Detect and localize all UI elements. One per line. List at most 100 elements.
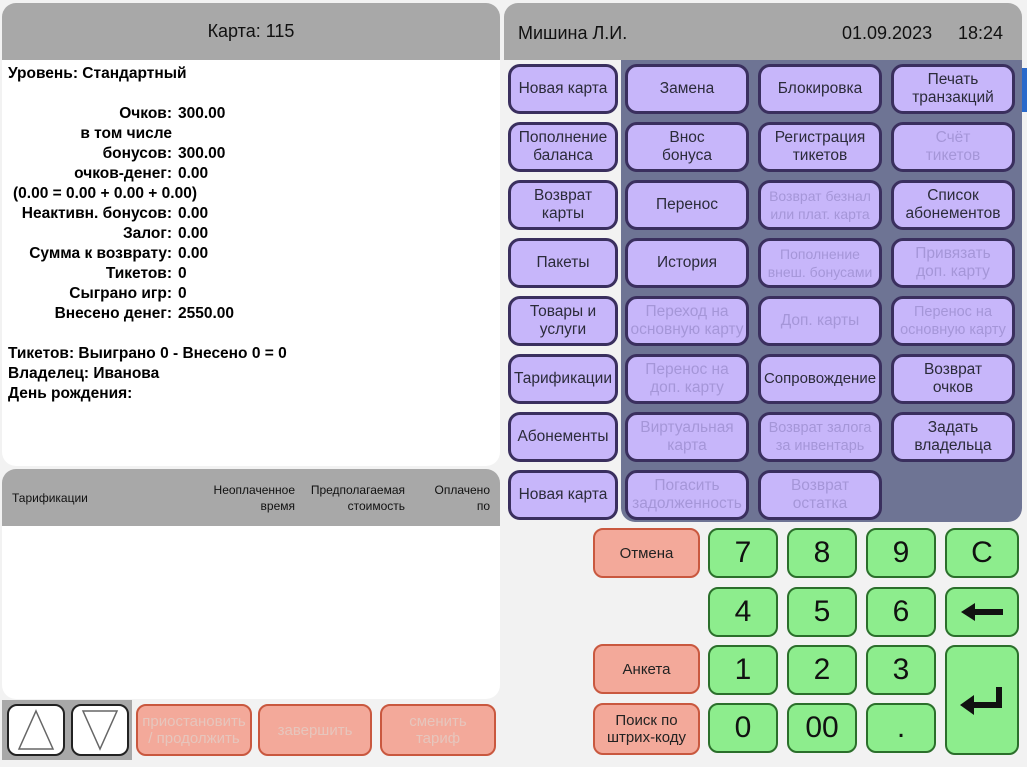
key-8[interactable]: 8 xyxy=(787,528,857,578)
backspace-arrow-icon xyxy=(961,603,1003,621)
history-label: История xyxy=(656,254,718,271)
virtual-card-button[interactable]: Виртуальная карта xyxy=(625,412,749,462)
return-points-label-1: Возврат xyxy=(923,361,983,378)
money-value: 0.00 xyxy=(178,165,209,182)
go-to-main-label-1: Переход на xyxy=(645,303,729,320)
repay-debt-button[interactable]: Погасить задолженность xyxy=(625,470,749,520)
barcode-search-button[interactable]: Поиск по штрих-коду xyxy=(593,703,700,755)
cancel-button[interactable]: Отмена xyxy=(593,528,700,578)
key-3[interactable]: 3 xyxy=(866,645,936,695)
enter-arrow-icon xyxy=(960,687,1002,715)
ticket-account-button[interactable]: Счёт тикетов xyxy=(891,122,1015,172)
set-owner-label-2: владельца xyxy=(914,437,992,454)
scroll-down-button[interactable] xyxy=(71,704,129,756)
goods-label-1: Товары и xyxy=(529,303,597,320)
key-enter[interactable] xyxy=(945,645,1019,755)
link-extra-card-button[interactable]: Привязать доп. карту xyxy=(891,238,1015,288)
deposit-value: 0.00 xyxy=(178,225,209,242)
key-8-label: 8 xyxy=(813,536,831,569)
return-card-button[interactable]: Возврат карты xyxy=(508,180,618,230)
key-1[interactable]: 1 xyxy=(708,645,778,695)
new-card-button[interactable]: Новая карта xyxy=(508,64,618,114)
change-tariff-button[interactable]: сменить тариф xyxy=(380,704,496,756)
scroll-up-button[interactable] xyxy=(7,704,65,756)
pause-resume-label-2: / продолжить xyxy=(148,730,240,747)
key-dot-label: . xyxy=(896,711,906,744)
register-tickets-button[interactable]: Регистрация тикетов xyxy=(758,122,882,172)
key-9[interactable]: 9 xyxy=(866,528,936,578)
repay-label-2: задолженность xyxy=(632,495,742,512)
pause-resume-button[interactable]: приостановить / продолжить xyxy=(136,704,252,756)
transfer-to-main-button[interactable]: Перенос на основную карту xyxy=(891,296,1015,346)
replace-button[interactable]: Замена xyxy=(625,64,749,114)
col-paid-until-l1: Оплачено xyxy=(434,483,490,497)
key-clear[interactable]: C xyxy=(945,528,1019,578)
transfer-extra-label-2: доп. карту xyxy=(650,379,724,396)
money-label: очков-денег: xyxy=(74,165,172,182)
packages-label: Пакеты xyxy=(536,254,590,271)
tarifs-label: Тарификации xyxy=(513,370,613,387)
print-transactions-button[interactable]: Печать транзакций xyxy=(891,64,1015,114)
cashier-name: Мишина Л.И. xyxy=(518,23,628,43)
survey-button[interactable]: Анкета xyxy=(593,644,700,694)
goods-services-button[interactable]: Товары и услуги xyxy=(508,296,618,346)
key-7[interactable]: 7 xyxy=(708,528,778,578)
return-rest-button[interactable]: Возврат остатка xyxy=(758,470,882,520)
topup-balance-button[interactable]: Пополнение баланса xyxy=(508,122,618,172)
subscriptions-list-button[interactable]: Список абонементов xyxy=(891,180,1015,230)
key-4[interactable]: 4 xyxy=(708,587,778,637)
new-card-2-button[interactable]: Новая карта xyxy=(508,470,618,520)
col-estimated-cost-l2: стоимость xyxy=(347,499,405,513)
go-to-main-card-button[interactable]: Переход на основную карту xyxy=(625,296,749,346)
cancel-label: Отмена xyxy=(619,544,674,562)
survey-label: Анкета xyxy=(622,660,671,678)
ext-bonus-topup-button[interactable]: Пополнение внеш. бонусами xyxy=(758,238,882,288)
key-dot[interactable]: . xyxy=(866,703,936,753)
block-button[interactable]: Блокировка xyxy=(758,64,882,114)
transfer-to-extra-button[interactable]: Перенос на доп. карту xyxy=(625,354,749,404)
key-00[interactable]: 00 xyxy=(787,703,857,753)
set-owner-button[interactable]: Задать владельца xyxy=(891,412,1015,462)
return-points-button[interactable]: Возврат очков xyxy=(891,354,1015,404)
print-label-1: Печать xyxy=(927,71,979,88)
tickets-label: Тикетов: xyxy=(105,265,172,282)
add-bonus-button[interactable]: Внос бонуса xyxy=(625,122,749,172)
key-backspace[interactable] xyxy=(945,587,1019,637)
key-4-label: 4 xyxy=(734,595,752,628)
triangle-down-icon xyxy=(81,710,119,751)
transfer-extra-label-1: Перенос на xyxy=(645,361,729,378)
points-value: 300.00 xyxy=(178,105,226,122)
return-card-label-1: Возврат xyxy=(533,187,593,204)
refund-cashless-button[interactable]: Возврат безнал или плат. карта xyxy=(758,180,882,230)
packages-button[interactable]: Пакеты xyxy=(508,238,618,288)
card-info-panel: Уровень: Стандартный Очков: 300.00 в том… xyxy=(2,60,500,466)
key-0[interactable]: 0 xyxy=(708,703,778,753)
print-label-2: транзакций xyxy=(912,89,994,106)
key-6[interactable]: 6 xyxy=(866,587,936,637)
transfer-button[interactable]: Перенос xyxy=(625,180,749,230)
block-label: Блокировка xyxy=(777,80,863,97)
history-button[interactable]: История xyxy=(625,238,749,288)
inactive-label: Неактивн. бонусов: xyxy=(21,205,172,222)
key-2[interactable]: 2 xyxy=(787,645,857,695)
card-header: Карта: 115 xyxy=(2,3,500,60)
col-tarifs: Тарификации xyxy=(12,491,88,505)
transfer-label: Перенос xyxy=(656,196,718,213)
subscriptions-button[interactable]: Абонементы xyxy=(508,412,618,462)
tarif-table-body[interactable] xyxy=(2,526,500,699)
escort-button[interactable]: Сопровождение xyxy=(758,354,882,404)
tarifs-button[interactable]: Тарификации xyxy=(508,354,618,404)
current-time: 18:24 xyxy=(958,23,1004,43)
finish-button[interactable]: завершить xyxy=(258,704,372,756)
refund-cashless-label-1: Возврат безнал xyxy=(769,188,871,204)
return-deposit-button[interactable]: Возврат залога за инвентарь xyxy=(758,412,882,462)
link-extra-label-2: доп. карту xyxy=(916,263,990,280)
key-clear-label: C xyxy=(971,536,993,569)
current-date: 01.09.2023 xyxy=(842,23,933,43)
key-5[interactable]: 5 xyxy=(787,587,857,637)
return-points-label-2: очков xyxy=(932,379,974,396)
change-tariff-label-1: сменить xyxy=(409,713,467,730)
extra-cards-button[interactable]: Доп. карты xyxy=(758,296,882,346)
points-label: Очков: xyxy=(119,105,172,122)
pause-resume-label-1: приостановить xyxy=(142,713,246,730)
